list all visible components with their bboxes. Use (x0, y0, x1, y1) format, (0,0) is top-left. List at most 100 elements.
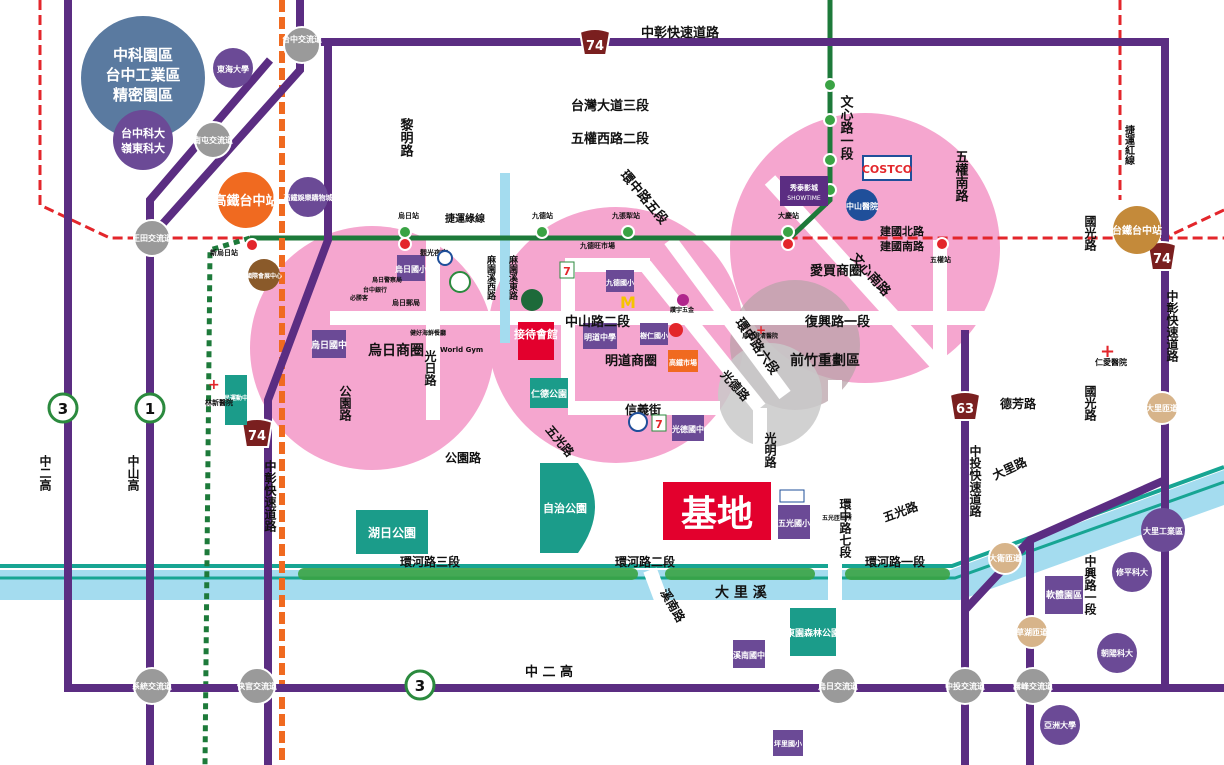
svg-text:中投交流道: 中投交流道 (945, 681, 985, 691)
svg-text:軟體園區: 軟體園區 (1046, 589, 1082, 601)
station-wuquan[interactable] (935, 237, 949, 251)
svg-text:烏日國小: 烏日國小 (395, 264, 427, 274)
svg-text:自治公園: 自治公園 (543, 501, 587, 515)
seven-eleven-icon: 7 (651, 414, 667, 432)
shield-63: 63 (948, 391, 982, 421)
ic-wangtian[interactable]: 王田交流道 (132, 219, 172, 257)
svg-text:高鐵市場: 高鐵市場 (669, 358, 697, 367)
station-wuri[interactable] (398, 225, 412, 239)
xiuping[interactable]: 修平科大 (1112, 552, 1152, 592)
station-jiuzhangli[interactable] (621, 225, 635, 239)
ic-kuaiguan[interactable]: 快官交流道 (237, 667, 277, 705)
ic-caohu[interactable]: 草湖匝道 (1015, 615, 1049, 649)
shield-74-right: 74 (1146, 241, 1178, 271)
svg-text:7: 7 (655, 418, 663, 431)
wuri-elem[interactable]: 烏日國小 (395, 255, 427, 281)
label-h74-top: 中彰快速道路 (641, 25, 720, 41)
label-mrt-line: 捷運綠線 (445, 212, 485, 225)
zhongshan-hosp[interactable]: 中山醫院 (846, 189, 878, 221)
label-huanhe1: 環河路一段 (865, 554, 926, 569)
svg-text:台中科大: 台中科大 (121, 126, 165, 140)
hujih-park[interactable]: 湖日公園 (356, 510, 428, 554)
ic-dawei[interactable]: 大衛匝道 (988, 541, 1022, 575)
site[interactable]: 基地 (663, 482, 771, 540)
costco[interactable]: COSTCO (862, 155, 912, 181)
software-park[interactable]: 軟體園區 (1045, 576, 1083, 614)
label-riverside-w: 麻園溪西路 (485, 254, 497, 301)
tra-station[interactable]: 台鐵台中站 (1112, 206, 1162, 254)
svg-text:快官交流道: 快官交流道 (237, 681, 277, 691)
label-gongyuan2: 公園路 (445, 450, 482, 465)
reception[interactable]: 接待會館 (514, 322, 558, 360)
label-huanhe3: 環河路三段 (400, 554, 461, 569)
sports-center[interactable]: 國民運動中心 (218, 375, 254, 425)
mcdonalds-icon: M (620, 293, 636, 312)
guangde-jr[interactable]: 光德國中 (671, 415, 704, 441)
zone-gray (718, 343, 822, 447)
wuri-junior[interactable]: 烏日國中 (311, 330, 347, 358)
place-boxes: 基地 接待會館 湖日公園 自治公園 東園森林公園 仁德公園 國民運動中心 烏日國… (218, 155, 1083, 756)
xinan-jr[interactable]: 溪南國中 (733, 640, 765, 668)
label-wuquan-s: 五權南路 (953, 150, 969, 202)
label-jianguo-s: 建國南路 (880, 239, 925, 253)
ic-nantun[interactable]: 南屯交流道 (193, 121, 233, 159)
jiude-elem[interactable]: 九德國小 (605, 270, 634, 292)
ping[interactable]: 坪里國小 (773, 730, 803, 756)
ic-dali[interactable]: 大里匝道 (1145, 391, 1179, 425)
label-linxin-hosp: 林新醫院 (205, 398, 233, 407)
station-daqing[interactable] (781, 225, 795, 239)
ic-zhongtou[interactable]: 中投交流道 (945, 667, 985, 705)
mingdao[interactable]: 明道中學 (583, 323, 617, 349)
svg-text:台中工業區: 台中工業區 (105, 66, 180, 84)
station-jiude[interactable] (535, 225, 549, 239)
label-guoguang: 國光路 (1083, 215, 1097, 252)
gaoxian[interactable]: 高鐵市場 (668, 350, 698, 372)
tcust-lingtung[interactable]: 台中科大 嶺東科大 (113, 110, 173, 170)
renai-park[interactable]: 仁德公園 (530, 378, 568, 408)
convention[interactable]: 國際會展中心 (246, 259, 282, 291)
road-huanzhong5 (664, 235, 791, 400)
label-wuri-police: 烏日警察局 (372, 276, 402, 284)
mrt-green-line (250, 0, 833, 241)
chaoyang[interactable]: 朝陽科大 (1097, 633, 1137, 673)
tunghai[interactable]: 東海大學 (213, 48, 253, 88)
ic-wufeng[interactable]: 霧峰交流道 (1012, 667, 1053, 705)
wuguang-elem[interactable]: 五光國小 (778, 505, 810, 539)
science-park[interactable]: 中科園區 台中工業區 精密園區 (81, 16, 205, 140)
ic-xitong[interactable]: 系統交流道 (132, 667, 172, 705)
label-jianhao: 健好海鮮餐廳 (410, 329, 446, 337)
hsr-station[interactable]: 高鐵台中站 (213, 172, 279, 228)
svg-text:高鐵台中站: 高鐵台中站 (213, 193, 278, 209)
dongyuan[interactable]: 東園森林公園 (786, 608, 840, 656)
seven-eleven-icon: 7 (559, 261, 575, 279)
shuren[interactable]: 樹仁國小 (640, 323, 668, 345)
svg-text:嶺東科大: 嶺東科大 (120, 141, 165, 155)
svg-text:台中交流道: 台中交流道 (282, 34, 322, 44)
label-h3-bottom: 中 二 高 (525, 664, 573, 680)
familymart-icon (779, 489, 805, 503)
hospital-cross-icon: + (756, 323, 766, 337)
svg-text:COSTCO: COSTCO (862, 163, 912, 176)
zizhi-park[interactable]: 自治公園 (540, 463, 595, 553)
label-h3-left: 中二高 (38, 454, 52, 492)
svg-text:大里工業區: 大里工業區 (1143, 526, 1183, 536)
label-wuquan-w: 五權西路二段 (571, 131, 649, 147)
svg-text:五光國小: 五光國小 (778, 518, 810, 528)
ic-taichung[interactable]: 台中交流道 (282, 26, 322, 64)
asia[interactable]: 亞洲大學 (1040, 705, 1080, 745)
svg-text:烏日國中: 烏日國中 (311, 339, 347, 351)
label-riverside-e: 麻園溪東路 (507, 254, 519, 301)
ic-wuri[interactable]: 烏日交流道 (818, 667, 858, 705)
dali-ind[interactable]: 大里工業區 (1141, 508, 1185, 552)
label-mingdao-biz: 明道商圈 (605, 353, 657, 369)
hsr-mall[interactable]: 高鐵娛樂購物城 (284, 177, 333, 217)
svg-text:國民運動中心: 國民運動中心 (218, 394, 254, 402)
label-taiwan-blvd: 台灣大道三段 (571, 98, 649, 114)
svg-text:霧峰交流道: 霧峰交流道 (1012, 681, 1053, 691)
station-dots (245, 78, 949, 252)
station-hsr[interactable] (245, 238, 259, 252)
road-xinan (643, 567, 687, 653)
svg-text:74: 74 (586, 39, 604, 54)
label-wuri-post: 烏日郵局 (392, 298, 420, 307)
